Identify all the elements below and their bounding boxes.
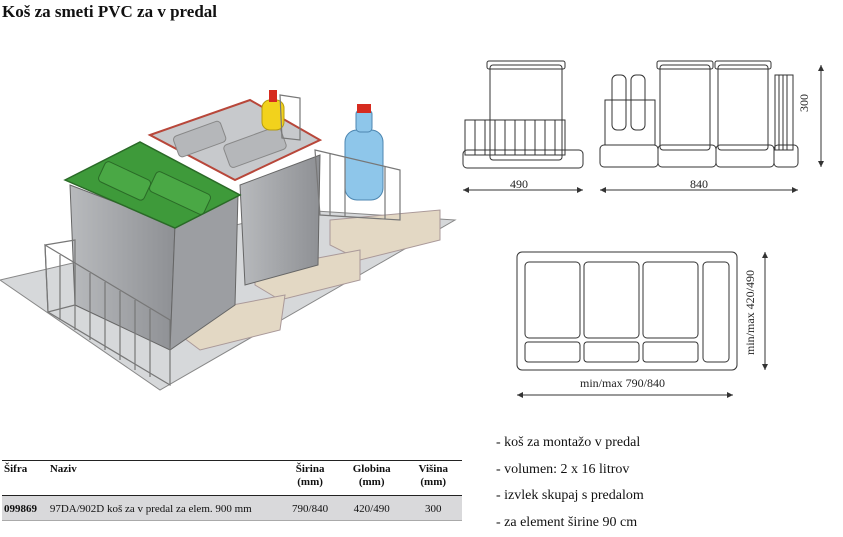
spec-table: Šifra Naziv Širina(mm) Globina(mm) Višin… (2, 460, 462, 521)
dim-front-width: 840 (690, 177, 708, 191)
dim-top-width: min/max 790/840 (580, 376, 665, 390)
side-view-drawing (462, 60, 584, 193)
col-code: Šifra (2, 460, 48, 496)
list-item: - volumen: 2 x 16 litrov (496, 461, 630, 477)
cell-height: 300 (404, 495, 462, 521)
tray (329, 209, 441, 261)
grey-bin (239, 154, 321, 286)
front-view-drawing (599, 60, 824, 193)
feature-list: - koš za montažo v predal - volumen: 2 x… (496, 430, 644, 536)
list-item: - izvlek skupaj s predalom (496, 488, 644, 503)
table-header-row: Šifra Naziv Širina(mm) Globina(mm) Višin… (2, 460, 462, 496)
col-name: Naziv (47, 460, 282, 496)
wire-basket-front (44, 239, 171, 387)
product-illustration (0, 90, 457, 391)
dim-side-depth: 490 (510, 177, 528, 191)
top-view-drawing (516, 251, 768, 398)
cell-width: 790/840 (281, 495, 339, 521)
list-item: - za element širine 90 cm (496, 514, 638, 530)
dim-top-depth: min/max 420/490 (743, 270, 757, 355)
cell-depth: 420/490 (338, 495, 405, 521)
col-depth: Globina(mm) (338, 460, 405, 496)
cell-name: 97DA/902D koš za v predal za elem. 900 m… (47, 495, 282, 521)
list-item: - koš za montažo v predal (496, 435, 641, 450)
wire-basket-back (279, 94, 401, 221)
col-height: Višina(mm) (404, 460, 462, 496)
cell-code: 099869 (2, 495, 48, 521)
col-width: Širina(mm) (281, 460, 339, 496)
table-row: 099869 97DA/902D koš za v predal za elem… (2, 495, 462, 521)
page-title: Koš za smeti PVC za v predal (2, 2, 217, 21)
dim-height: 300 (797, 94, 811, 112)
